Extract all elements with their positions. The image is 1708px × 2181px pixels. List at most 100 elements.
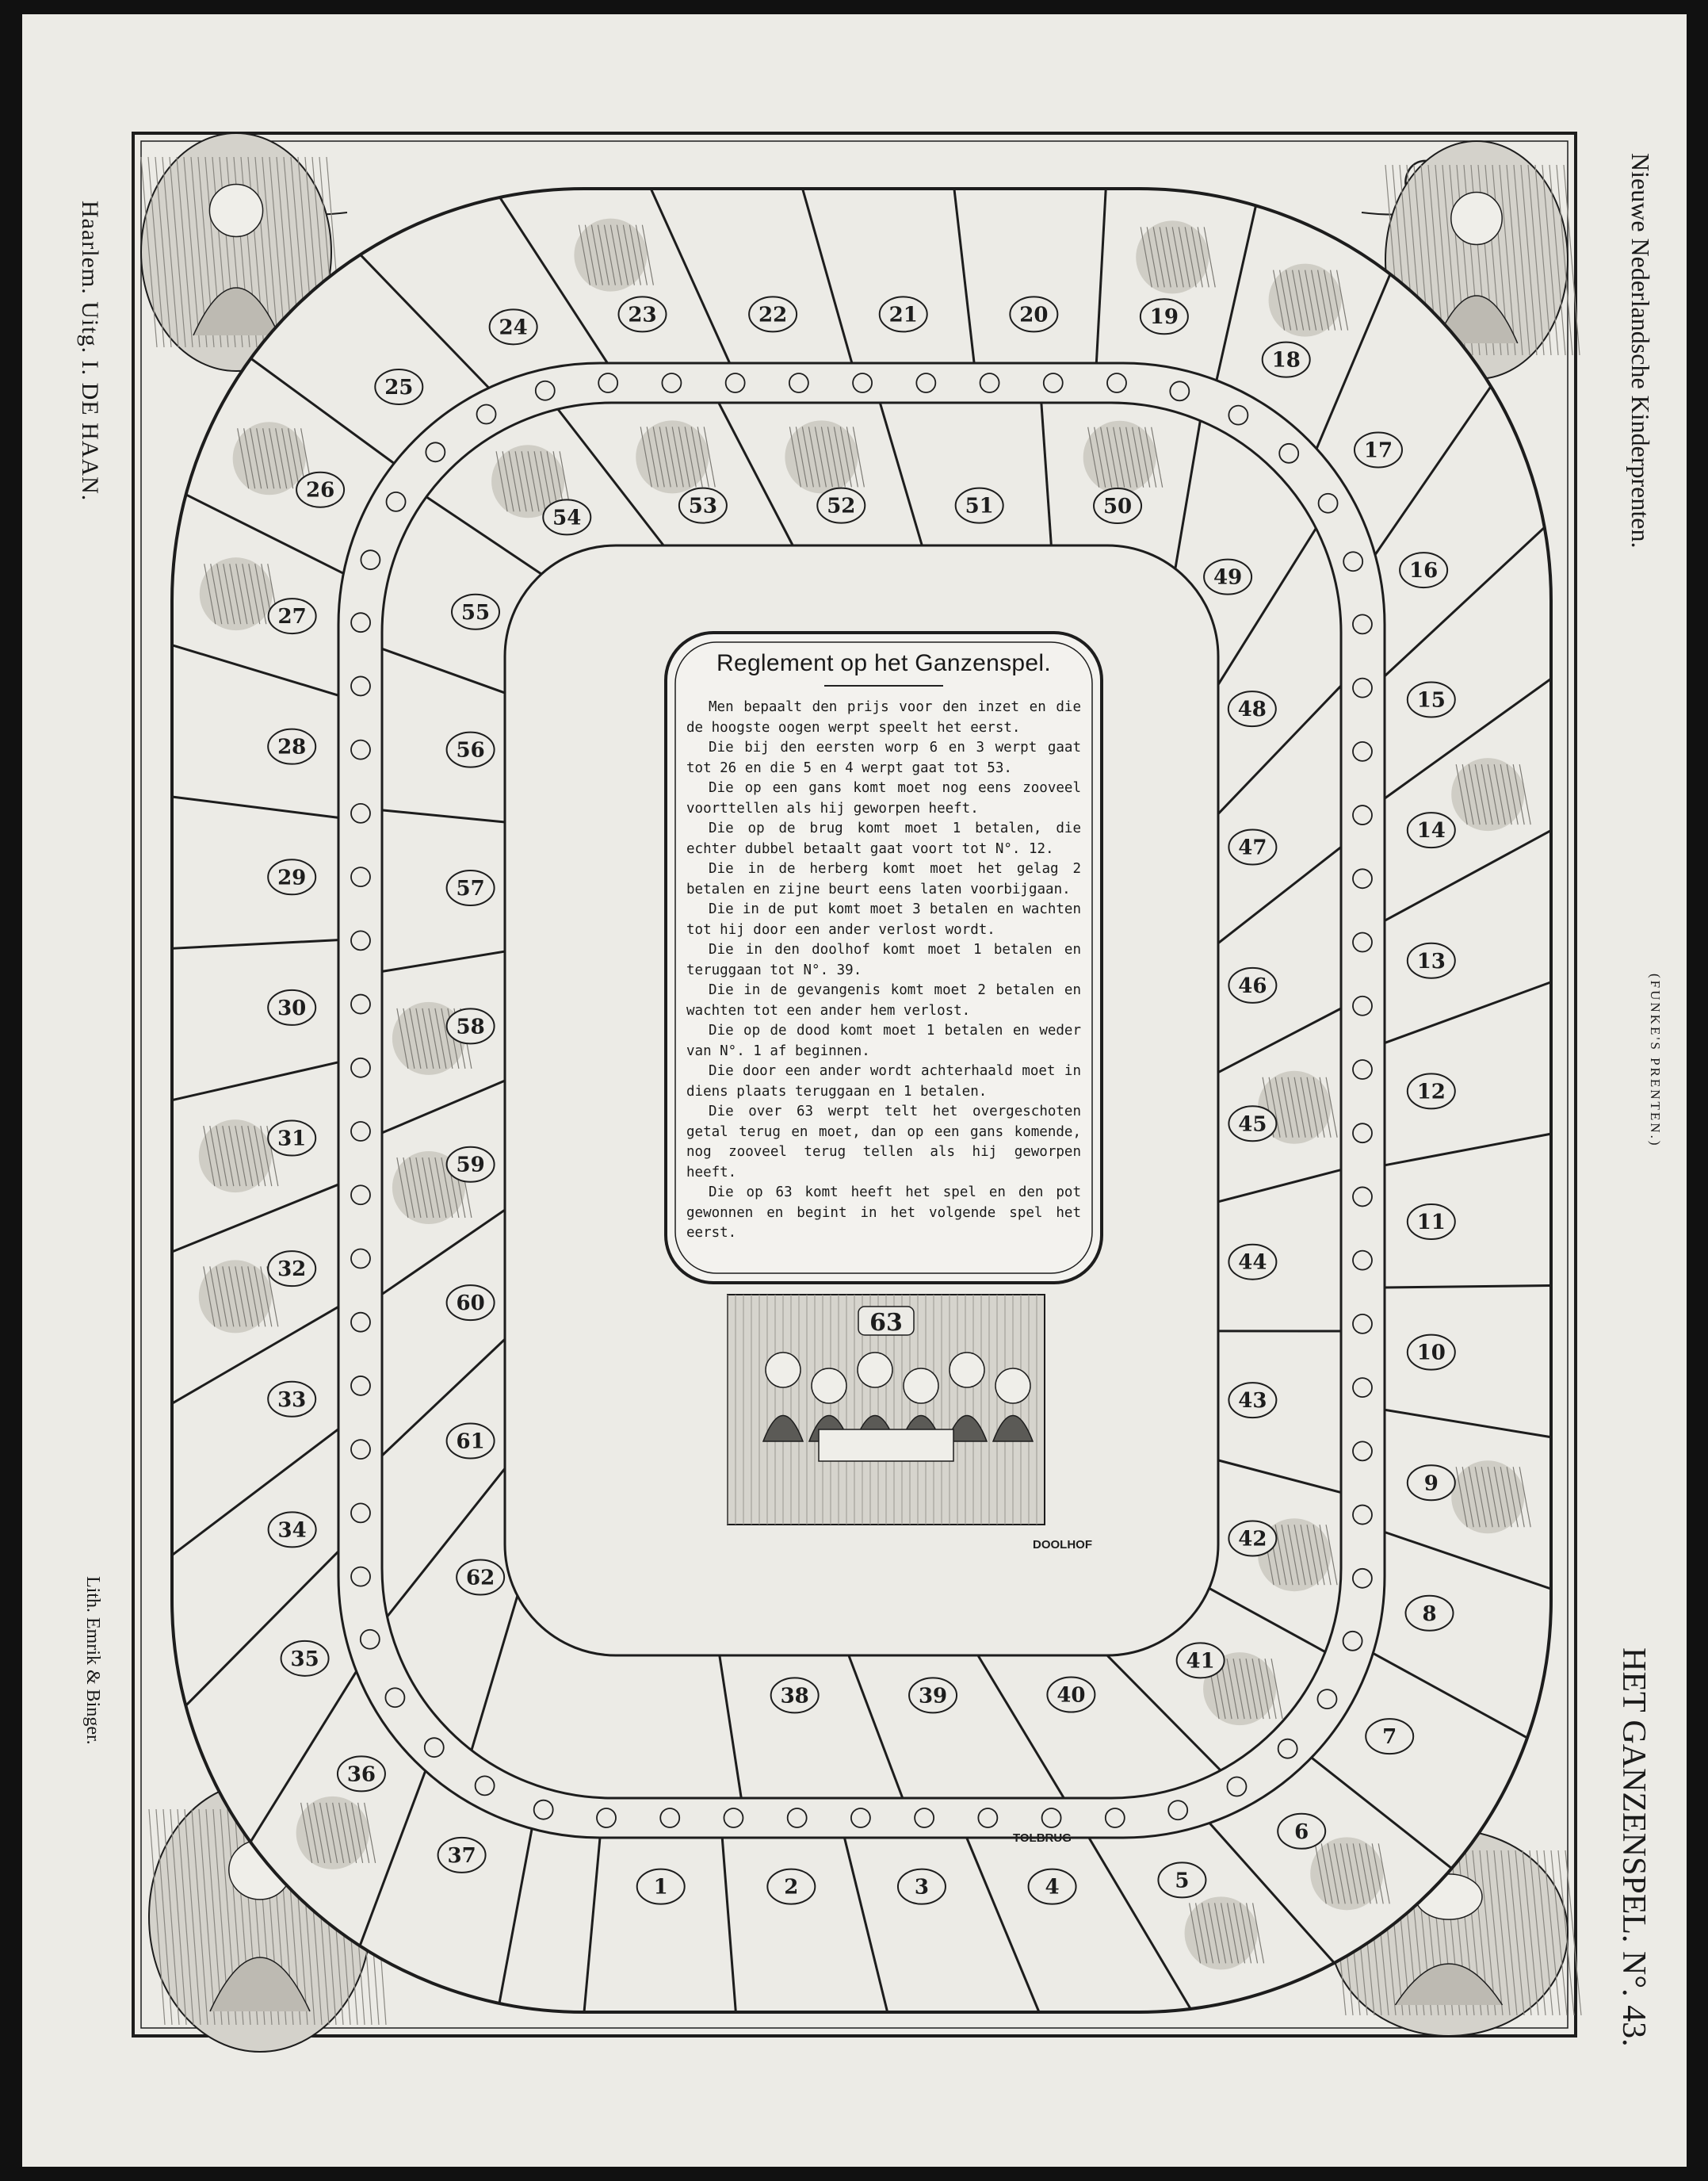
rule-text: Die in de put komt moet 3 betalen en wac… — [686, 901, 1081, 938]
square-illustration-50 — [1083, 420, 1164, 494]
outer-frame — [132, 132, 1577, 2038]
square-number-frame — [1228, 1520, 1278, 1557]
square-number-40: 40 — [1057, 1684, 1085, 1708]
square-number-13: 13 — [1417, 950, 1446, 974]
square-number-20: 20 — [1019, 303, 1048, 327]
square-number-43: 43 — [1238, 1389, 1267, 1413]
square-number-30: 30 — [277, 997, 306, 1020]
scroll-ornament — [360, 549, 381, 571]
inner-square-divider — [1217, 527, 1317, 686]
outer-square-divider — [1384, 1284, 1552, 1289]
square-number-frame — [445, 1008, 495, 1045]
square-number-59: 59 — [457, 1154, 485, 1177]
scroll-ornament — [915, 373, 937, 393]
scroll-ornament — [350, 1184, 371, 1206]
square-number-frame — [296, 471, 346, 508]
scroll-ornament — [786, 1808, 808, 1828]
scroll-ornament — [474, 1775, 495, 1796]
inner-square-divider — [878, 402, 923, 546]
outer-square-divider — [720, 1837, 737, 2013]
square-illustration-27 — [199, 557, 280, 631]
scroll-ornament — [1169, 381, 1190, 402]
square-number-55: 55 — [461, 601, 490, 625]
square-number-7: 7 — [1382, 1725, 1397, 1749]
square-number-15: 15 — [1417, 689, 1446, 713]
outer-square-divider — [1384, 829, 1552, 922]
inner-square-divider — [717, 402, 794, 546]
scroll-ornament — [359, 1628, 380, 1650]
square-number-frame — [280, 1640, 330, 1677]
square-illustration-14 — [1451, 758, 1531, 832]
square-number-49: 49 — [1213, 566, 1242, 590]
scroll-ornament — [1352, 1441, 1373, 1462]
scroll-ornament — [385, 491, 407, 512]
inner-square-divider — [386, 1467, 506, 1617]
outer-square-divider — [953, 188, 976, 364]
scroll-ornament — [659, 1808, 681, 1828]
scroll-ornament — [350, 1248, 371, 1269]
tolbrug-label: TOLBRUG — [1013, 1831, 1072, 1845]
scroll-ornament — [1226, 1776, 1248, 1797]
scroll-ornament — [1317, 492, 1339, 514]
doolhof-label: DOOLHOF — [1033, 1538, 1092, 1552]
rule-text: Die op de dood komt moet 1 betalen en we… — [686, 1023, 1081, 1059]
square-illustration-54 — [491, 445, 571, 518]
outer-square-divider — [965, 1837, 1041, 2013]
square-number-frame — [267, 1119, 317, 1157]
square-number-5: 5 — [1175, 1869, 1189, 1892]
inner-square-divider — [556, 408, 665, 546]
square-number-frame — [1399, 552, 1449, 589]
scroll-ornament — [1277, 1738, 1298, 1759]
rule-text: Die in de herberg komt moet het gelag 2 … — [686, 861, 1081, 897]
scroll-ornament — [598, 373, 619, 393]
square-number-frame — [1027, 1868, 1077, 1905]
square-number-frame — [1046, 1676, 1096, 1713]
square-number-frame — [445, 869, 495, 906]
square-number-58: 58 — [457, 1015, 485, 1039]
outer-square-divider — [249, 1670, 357, 1843]
square-number-52: 52 — [827, 495, 855, 518]
square-number-37: 37 — [447, 1844, 476, 1868]
square-number-frame — [617, 296, 667, 333]
square-illustration-18 — [1268, 263, 1349, 337]
scroll-ornament — [1278, 442, 1300, 464]
scroll-ornament — [534, 380, 556, 401]
scroll-ornament — [1352, 1313, 1373, 1334]
scroll-ornament — [350, 675, 371, 697]
square-number-26: 26 — [306, 479, 334, 503]
square-number-frame — [267, 1380, 317, 1418]
scroll-ornament — [979, 373, 1000, 393]
rules-title: Reglement op het Ganzenspel. — [716, 650, 1051, 676]
inner-square-divider — [1217, 846, 1342, 944]
square-illustration-6 — [1310, 1837, 1390, 1911]
scroll-ornament — [384, 1687, 406, 1708]
outer-square-divider — [1087, 1837, 1192, 2010]
square-number-33: 33 — [277, 1388, 306, 1412]
square-number-frame — [451, 593, 501, 630]
square-number-14: 14 — [1417, 819, 1446, 843]
scroll-ornament — [1228, 404, 1249, 426]
inner-square-divider — [381, 950, 506, 973]
square-number-frame — [1228, 828, 1278, 866]
square-number-frame — [1261, 341, 1311, 378]
rules-list: Men bepaalt den prijs voor den inzet en … — [686, 698, 1081, 1244]
scroll-ornament — [423, 1737, 445, 1758]
scroll-ornament — [350, 1566, 371, 1587]
square-illustration-41 — [1203, 1652, 1283, 1726]
scroll-ornament — [350, 1057, 371, 1078]
square-number-frame — [336, 1755, 386, 1793]
square-number-frame — [1157, 1862, 1207, 1899]
scroll-ornament — [350, 1121, 371, 1142]
scroll-ornament — [788, 373, 809, 393]
square-illustration-23 — [574, 218, 654, 292]
square-number-frame — [770, 1677, 820, 1714]
rule-text: Men bepaalt den prijs voor den inzet en … — [686, 699, 1081, 736]
square-number-frame — [878, 296, 928, 333]
square-number-32: 32 — [277, 1257, 306, 1281]
square-number-frame — [1203, 558, 1253, 595]
square-number-frame — [267, 989, 317, 1026]
scroll-ornament — [1342, 1630, 1363, 1651]
square-illustration-32 — [198, 1260, 279, 1333]
outer-square-divider — [1372, 1651, 1528, 1739]
